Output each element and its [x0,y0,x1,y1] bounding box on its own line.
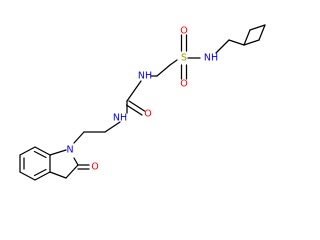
nitrogen-label: NH [113,113,127,124]
bond [169,59,178,66]
bond [249,24,266,31]
bond [243,39,260,46]
bond [49,171,67,179]
bond [73,157,79,166]
bond [126,80,142,102]
bond [156,64,171,77]
bond [19,146,36,156]
atom-labels: S O O NH NH O NH N O [66,26,218,173]
bond [125,104,143,116]
bond [65,164,79,179]
nitrogen-label: NH [204,53,218,64]
bond [243,29,251,46]
molecule-structure-diagram: S O O NH NH O NH N O [19,24,266,181]
bond [258,24,266,41]
oxygen-label: O [180,26,187,37]
nitrogen-label: N [66,145,73,156]
sulfur-label: S [181,53,187,64]
nitrogen-label: NH [138,71,152,82]
oxygen-label: O [180,79,187,90]
bond [33,168,47,177]
bond [128,100,146,112]
oxygen-label: O [91,162,98,173]
bond [34,146,51,156]
bond [34,171,51,181]
bond [104,121,121,133]
oxygen-label: O [144,109,151,120]
bond [49,149,67,156]
bond [19,171,36,181]
bond [228,39,245,46]
bond [73,131,85,144]
bond [215,39,230,54]
bond [33,150,47,159]
bonds [19,24,266,181]
